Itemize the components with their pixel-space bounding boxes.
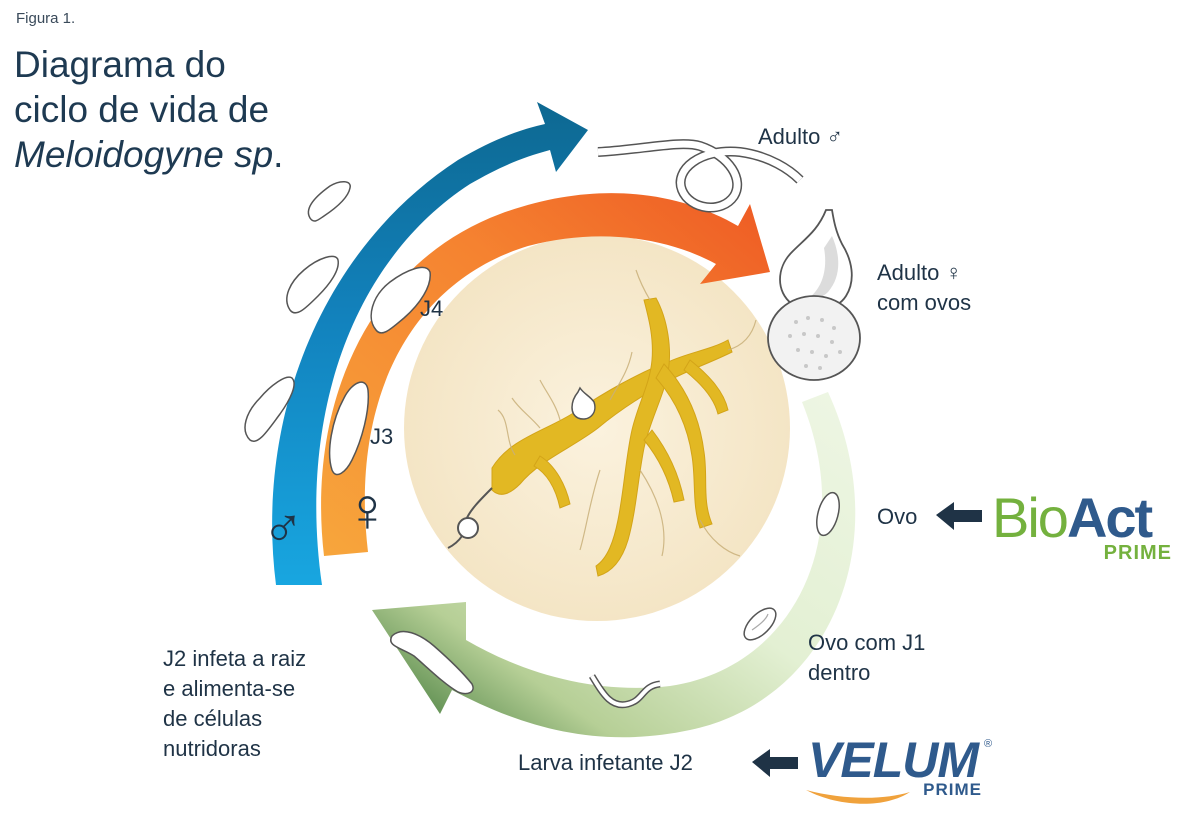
infecting-j2-illustration [389,630,474,695]
label-j3: J3 [370,424,394,449]
title-line-2: ciclo de vida de [14,89,270,130]
male-development-arrow [272,102,588,585]
root-illustration [491,297,733,577]
root-female-nematode [571,386,596,420]
velum-wordmark: VELUM [808,732,979,788]
egg-with-j1-illustration [743,607,777,641]
female-juvenile-larvae [328,266,431,476]
label-egg: Ovo [877,504,918,529]
bioact-prime-logo: BioAct PRIME [992,486,1176,565]
root-entering-worm [447,487,493,549]
label-adult-male: Adulto ♂ [758,124,843,149]
label-adult-female-line1: Adulto ♀ [877,260,962,285]
label-infective-larva-j2: Larva infetante J2 [518,750,693,775]
adult-male-nematode [597,139,804,213]
label-j2-infects-line3: de células [163,706,263,731]
title-line-3: Meloidogyne sp. [14,132,283,177]
label-egg-with-j1-line1: Ovo com J1 [808,630,926,655]
label-j2-infects-line4: nutridoras [163,736,261,761]
species-name: Meloidogyne sp [14,134,274,175]
title-line-1: Diagrama do [14,44,226,85]
female-development-arrow [321,193,770,556]
label-j2-infects-root: J2 infeta a raiz e alimenta-se de célula… [163,644,306,764]
bioact-subtitle: PRIME [1103,542,1172,564]
male-symbol: ♂ [262,496,304,559]
label-j2-infects-line2: e alimenta-se [163,676,296,701]
male-juvenile-larvae [244,181,351,443]
bioact-pointer-arrow [936,502,982,530]
diagram-title: Diagrama do ciclo de vida de Meloidogyne… [14,42,283,177]
adult-female-with-eggs [767,209,861,381]
egg-illustration [816,491,840,537]
velum-pointer-arrow [752,749,798,777]
figure-label: Figura 1. [16,10,76,27]
velum-swoosh [806,790,910,804]
label-adult-female: Adulto ♀ com ovos [877,258,971,318]
label-egg-with-j1: Ovo com J1 dentro [808,628,925,688]
title-period: . [273,134,284,175]
female-symbol: ♀ [344,476,391,545]
label-j2-infects-line1: J2 infeta a raiz [163,646,307,671]
velum-registered-mark: ® [984,738,993,750]
label-j4: J4 [420,296,444,321]
velum-subtitle: PRIME [923,780,982,799]
label-egg-with-j1-line2: dentro [808,660,871,685]
egg-mass-dots [788,316,842,370]
bioact-part1: Bio [992,486,1069,549]
root-hairs [497,269,757,557]
bioact-wordmark: BioAct [992,486,1153,549]
velum-prime-logo: VELUM ® PRIME [808,732,998,806]
label-adult-female-line2: com ovos [877,290,972,315]
bioact-part2: Act [1066,486,1153,549]
